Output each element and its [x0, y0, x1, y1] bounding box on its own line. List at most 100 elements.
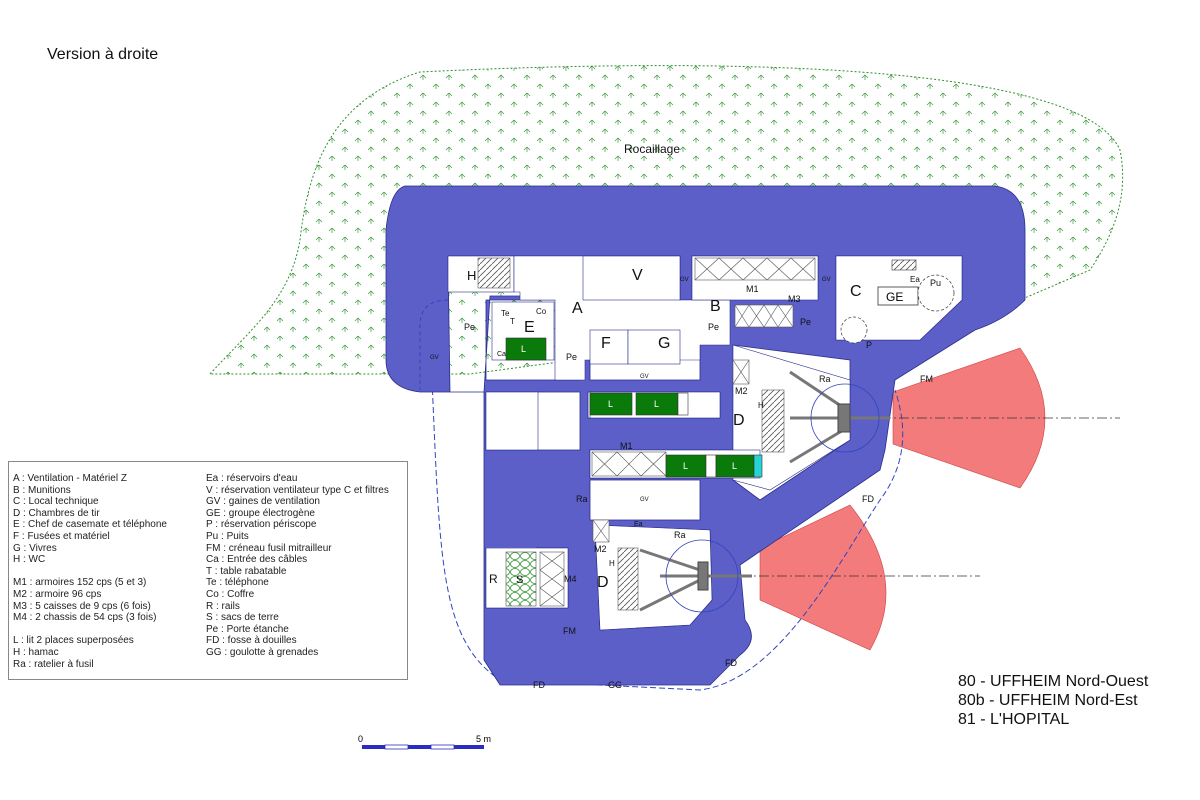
- label-GV-5: GV: [640, 497, 649, 503]
- label-S: S: [516, 574, 523, 586]
- legend-item: GV : gaines de ventilation: [206, 496, 320, 508]
- label-M2-north: M2: [735, 386, 748, 396]
- label-FD-1: FD: [862, 494, 874, 504]
- sandbags: [505, 551, 537, 607]
- ge-box: [877, 286, 919, 306]
- water-tank: [891, 259, 917, 271]
- label-F: F: [601, 335, 611, 352]
- label-Pe-4: Pe: [800, 317, 811, 327]
- label-GV-3: GV: [430, 355, 439, 361]
- label-Ea: Ea: [910, 275, 920, 284]
- label-G: G: [658, 335, 670, 352]
- legend-item: P : réservation périscope: [206, 519, 317, 531]
- label-H-north: H: [758, 401, 764, 410]
- rack-m4: [539, 551, 565, 607]
- label-FM-south: FM: [563, 626, 576, 636]
- bed-label-2: L: [608, 399, 613, 409]
- room-G: [627, 329, 681, 365]
- label-H-south: H: [609, 559, 615, 568]
- legend-item: R : rails: [206, 600, 240, 612]
- label-M1-bottom: M1: [620, 441, 633, 451]
- legend-item: Ca : Entrée des câbles: [206, 554, 308, 566]
- label-H: H: [467, 268, 476, 283]
- label-GV-1: GV: [680, 277, 689, 283]
- legend-item: GE : groupe électrogène: [206, 507, 315, 519]
- room-V: [582, 255, 681, 301]
- scale-bar: [362, 744, 484, 750]
- label-T: T: [510, 317, 515, 326]
- legend-item: Pe : Porte étanche: [206, 623, 289, 635]
- legend-item: Ra : ratelier à fusil: [13, 658, 94, 670]
- well: [917, 274, 955, 312]
- firing-sector-north: [892, 347, 1046, 489]
- legend-item: F : Fusées et matériel: [13, 530, 110, 542]
- site-name: 80 - UFFHEIM Nord-Ouest: [958, 673, 1149, 690]
- legend-item: M4 : 2 chassis de 54 cps (3 fois): [13, 612, 157, 624]
- legend-item: V : réservation ventilateur type C et fi…: [206, 484, 389, 496]
- wc-hatch: [477, 257, 511, 289]
- legend-item: M2 : armoire 96 cps: [13, 588, 102, 600]
- hammock-north: [761, 389, 785, 453]
- room-F: [589, 329, 629, 365]
- label-C: C: [850, 283, 862, 300]
- bed-label-5: L: [732, 461, 737, 471]
- legend-item: FD : fosse à douilles: [206, 635, 297, 647]
- bed-label-1: L: [521, 344, 526, 354]
- label-Pu: Pu: [930, 278, 941, 288]
- scale-end: 5 m: [476, 734, 491, 744]
- legend-item: Te : téléphone: [206, 577, 269, 589]
- legend-col1: A : Ventilation - Matériel Z B : Munitio…: [13, 473, 167, 670]
- site-name: 80b - UFFHEIM Nord-Est: [958, 692, 1138, 709]
- legend-item: E : Chef de casemate et téléphone: [13, 519, 167, 531]
- label-Te: Te: [501, 309, 510, 318]
- label-Ra-north: Ra: [819, 374, 831, 384]
- label-GE: GE: [886, 290, 903, 304]
- legend-item: A : Ventilation - Matériel Z: [13, 473, 127, 484]
- legend-item: L : lit 2 places superposées: [13, 635, 134, 647]
- rack-m3: [734, 304, 794, 328]
- label-Co: Co: [536, 307, 547, 316]
- label-Ca: Ca: [497, 351, 506, 358]
- legend-item: GG : goulotte à grenades: [206, 646, 319, 658]
- label-FD-2: FD: [533, 680, 545, 690]
- label-Pe-1: Pe: [464, 322, 475, 332]
- legend-item: G : Vivres: [13, 542, 57, 554]
- legend-item: FM : créneau fusil mitrailleur: [206, 542, 332, 554]
- label-GG: GG: [608, 680, 622, 690]
- legend-item: B : Munitions: [13, 484, 71, 496]
- label-FD-3: FD: [725, 658, 737, 668]
- label-R: R: [489, 572, 498, 586]
- legend-col2: Ea : réservoirs d'eau V : réservation ve…: [206, 473, 389, 659]
- rack-m1-top: [694, 257, 816, 281]
- legend-box: A : Ventilation - Matériel Z B : Munitio…: [8, 461, 408, 680]
- periscope: [840, 316, 868, 344]
- label-Pe-3: Pe: [708, 322, 719, 332]
- legend-item: T : table rabatable: [206, 565, 287, 577]
- version-label: Version à droite: [47, 46, 159, 63]
- label-P: P: [866, 340, 872, 350]
- label-GV-4: GV: [640, 374, 649, 380]
- weapon-north: [789, 370, 890, 464]
- label-FM-north: FM: [920, 374, 933, 384]
- label-B: B: [710, 298, 721, 315]
- legend-item: Co : Coffre: [206, 588, 255, 600]
- hammock-south: [617, 547, 639, 611]
- weapon-south: [639, 539, 752, 613]
- site-list: 80 - UFFHEIM Nord-Ouest 80b - UFFHEIM No…: [958, 672, 1148, 729]
- legend-item: Pu : Puits: [206, 530, 249, 542]
- label-Pe-2: Pe: [566, 352, 577, 362]
- label-M3: M3: [788, 294, 801, 304]
- label-V: V: [632, 267, 643, 284]
- rocaillage-label: Rocaillage: [624, 142, 680, 156]
- scale-start: 0: [358, 734, 363, 744]
- label-M1-top: M1: [746, 284, 759, 294]
- legend-item: M1 : armoires 152 cps (5 et 3): [13, 577, 147, 589]
- bed-label-4: L: [683, 461, 688, 471]
- corridor-lower-left: [486, 452, 536, 548]
- legend-item: S : sacs de terre: [206, 612, 279, 624]
- label-E: E: [524, 319, 535, 336]
- label-D-south: D: [597, 574, 609, 591]
- legend-item: M3 : 5 caisses de 9 cps (6 fois): [13, 600, 151, 612]
- beds: [505, 337, 763, 478]
